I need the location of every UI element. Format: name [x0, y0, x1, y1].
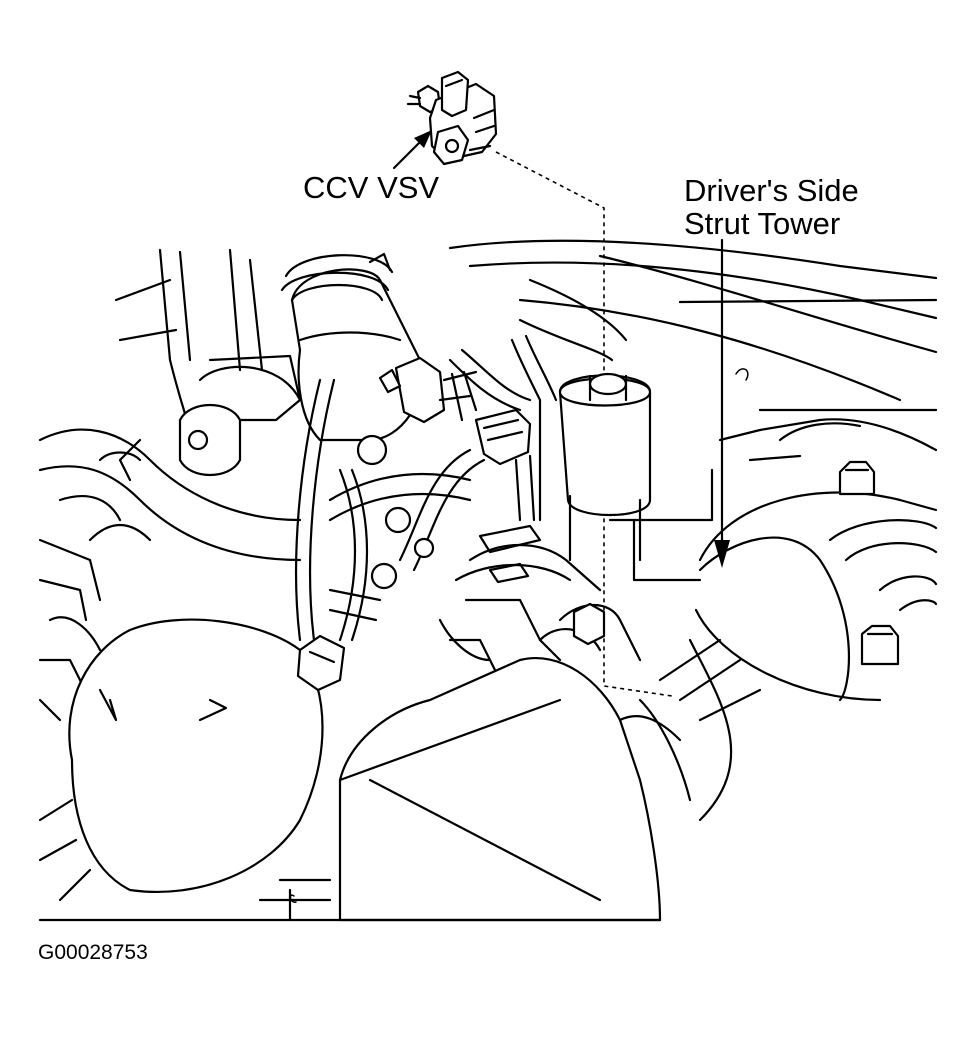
engine-bay-line-art: [38, 239, 938, 922]
ccv-vsv-leader-arrow: [392, 130, 432, 170]
drivers-side-strut-tower-label: Driver's Side Strut Tower: [684, 174, 859, 240]
figure-id-label: G00028753: [38, 941, 148, 964]
ccv-vsv-component: [406, 70, 498, 166]
drivers-side-label-line1: Driver's Side: [684, 173, 859, 208]
drivers-side-label-line2: Strut Tower: [684, 206, 841, 241]
ccv-vsv-label: CCV VSV: [303, 170, 440, 205]
